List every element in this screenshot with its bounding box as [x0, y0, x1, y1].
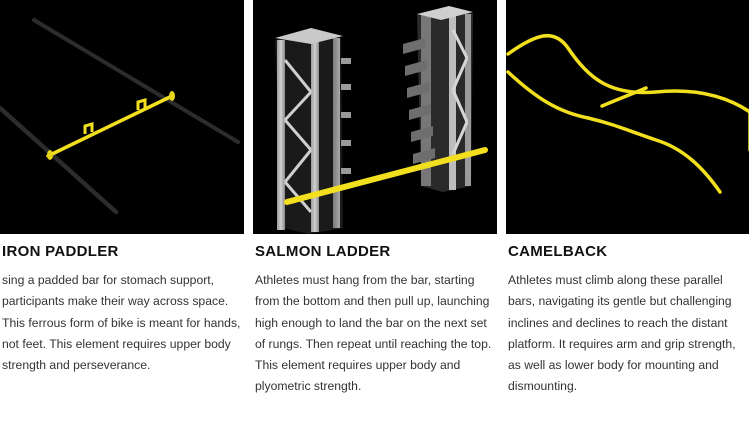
obstacle-card-iron-paddler: IRON PADDLER sing a padded bar for stoma… [0, 0, 244, 376]
card-description: Athletes must climb along these parallel… [508, 273, 736, 394]
card-title: IRON PADDLER [2, 243, 119, 260]
card-description: Athletes must hang from the bar, startin… [255, 273, 492, 394]
salmon-ladder-image [253, 0, 497, 234]
card-title: CAMELBACK [508, 243, 608, 260]
iron-paddler-image [0, 0, 244, 234]
camelback-image [506, 0, 749, 234]
obstacle-card-salmon-ladder: SALMON LADDER Athletes must hang from th… [253, 0, 497, 398]
card-title: SALMON LADDER [255, 243, 391, 260]
card-description: sing a padded bar for stomach support, p… [2, 273, 241, 373]
obstacle-card-camelback: CAMELBACK Athletes must climb along thes… [506, 0, 749, 398]
